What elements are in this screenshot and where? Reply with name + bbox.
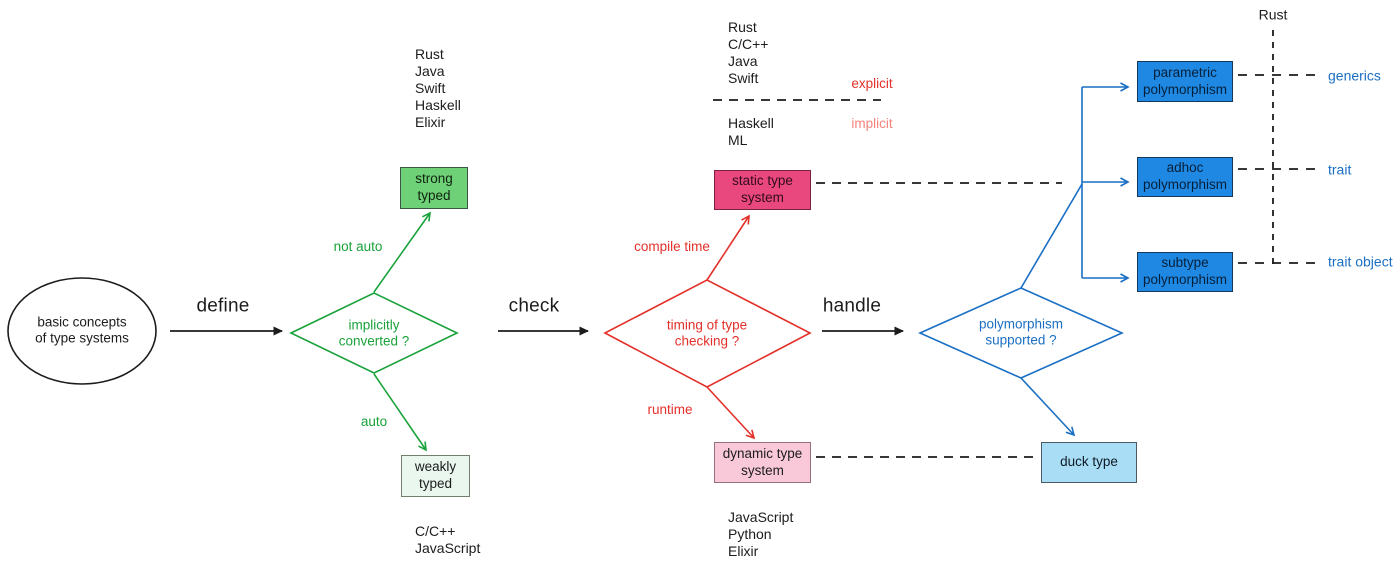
diamond-to-bus-line <box>1020 183 1083 289</box>
not-auto-label: not auto <box>333 238 383 254</box>
rust-header-label: Rust <box>1258 6 1288 23</box>
runtime-label: runtime <box>647 401 693 417</box>
check-label: check <box>508 295 560 317</box>
auto-label: auto <box>360 413 388 429</box>
handle-label: handle <box>822 295 882 317</box>
subtype-polymorphism-box: subtype polymorphism <box>1137 252 1233 292</box>
define-label: define <box>196 295 250 317</box>
trait-label: trait <box>1328 161 1352 178</box>
parametric-polymorphism-box: parametric polymorphism <box>1137 61 1233 102</box>
runtime-arrow <box>706 386 756 440</box>
dynamic-type-system-box: dynamic type system <box>714 442 811 483</box>
blue-diamond <box>918 287 1124 379</box>
blue-diamond-label: polymorphism supported ? <box>978 316 1064 348</box>
red-diamond-label: timing of type checking ? <box>666 317 748 349</box>
compile-time-arrow <box>706 214 750 281</box>
auto-arrow <box>373 373 427 452</box>
weakly-typed-box: weakly typed <box>401 455 470 497</box>
implicit-languages: Haskell ML <box>728 115 774 148</box>
start-label: basic concepts of type systems <box>35 314 129 346</box>
compile-time-label: compile time <box>634 238 710 254</box>
red-diamond <box>603 279 812 388</box>
duck-type-arrow <box>1020 377 1076 437</box>
strong-typed-box: strong typed <box>400 167 468 209</box>
static-type-system-box: static type system <box>714 170 811 210</box>
green-diamond-label: implicitly converted ? <box>338 317 410 349</box>
duck-type-box: duck type <box>1041 442 1137 483</box>
trait-object-label: trait object <box>1328 253 1393 270</box>
implicit-label: implicit <box>851 115 893 131</box>
dynamic-languages: JavaScript Python Elixir <box>728 509 794 559</box>
not-auto-arrow <box>373 211 431 293</box>
start-ellipse <box>7 277 157 385</box>
explicit-label: explicit <box>851 75 893 91</box>
strong-typed-languages: Rust Java Swift Haskell Elixir <box>415 46 461 130</box>
green-diamond <box>289 292 459 374</box>
adhoc-polymorphism-box: adhoc polymorphism <box>1137 157 1233 197</box>
explicit-languages: Rust C/C++ Java Swift <box>728 19 769 86</box>
weakly-typed-languages: C/C++ JavaScript <box>415 523 481 556</box>
generics-label: generics <box>1328 67 1381 84</box>
